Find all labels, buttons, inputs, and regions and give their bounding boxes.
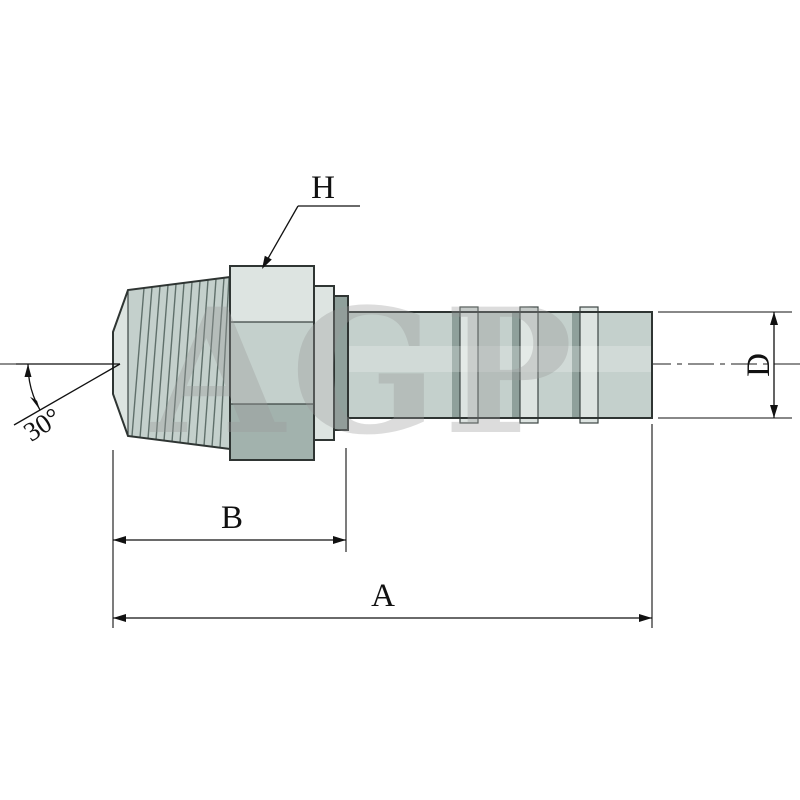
- hex-section: [229, 265, 315, 461]
- dim-b-arrow-right: [333, 536, 346, 544]
- dim-b: B: [112, 448, 347, 628]
- stem-body: [348, 312, 652, 418]
- angle-arrow-bottom: [30, 396, 40, 410]
- collar-ring: [314, 286, 334, 440]
- dim-a-arrow-right: [639, 614, 652, 622]
- hatch-line: [179, 281, 193, 444]
- thread-chamfer-face: [113, 290, 128, 436]
- barb-groove: [572, 312, 580, 418]
- hatch-line: [155, 284, 169, 441]
- stem-highlight: [348, 346, 652, 372]
- dim-d-arrow-bottom: [770, 405, 778, 418]
- hex-width-label: H: [311, 170, 335, 206]
- hex-top-flat: [230, 266, 314, 322]
- overall-length-a-label: A: [371, 578, 395, 614]
- dim-d: D: [658, 311, 792, 419]
- dim-d-arrow-top: [770, 312, 778, 325]
- hatch-line: [163, 283, 177, 442]
- hatch-line: [187, 280, 201, 445]
- watermark-text: AGP: [149, 270, 579, 473]
- barb-ridge: [519, 306, 539, 424]
- hatch-line: [219, 276, 230, 449]
- hatch-line: [211, 277, 225, 448]
- barb-ridge: [459, 306, 479, 424]
- collar-groove: [334, 296, 348, 430]
- barb-groove: [452, 312, 460, 418]
- length-b-label: B: [221, 500, 243, 536]
- hatch-line: [203, 278, 217, 447]
- dim-a-arrow-left: [113, 614, 126, 622]
- hatch-line: [195, 279, 209, 446]
- dim-a: A: [113, 424, 653, 628]
- thread-section: [112, 275, 231, 451]
- barb-groove: [512, 312, 520, 418]
- thread-hatch: [131, 276, 230, 449]
- hatch-line: [139, 286, 153, 439]
- stem-outline: [347, 311, 653, 419]
- hatch-line: [171, 282, 185, 443]
- dim-h: H: [262, 170, 360, 269]
- hose-diameter-d-label: D: [741, 353, 777, 377]
- hatch-line: [147, 285, 161, 440]
- hatch-line: [131, 287, 145, 437]
- angle-arrow-top: [24, 364, 32, 377]
- angle-leg-slanted: [13, 363, 121, 426]
- dim-b-arrow-left: [113, 536, 126, 544]
- h-leader-arrow: [262, 255, 272, 269]
- barb-stem: [347, 306, 653, 424]
- hex-bottom-flat: [230, 404, 314, 460]
- h-leader-line: [265, 205, 299, 263]
- barb-ridge: [579, 306, 599, 424]
